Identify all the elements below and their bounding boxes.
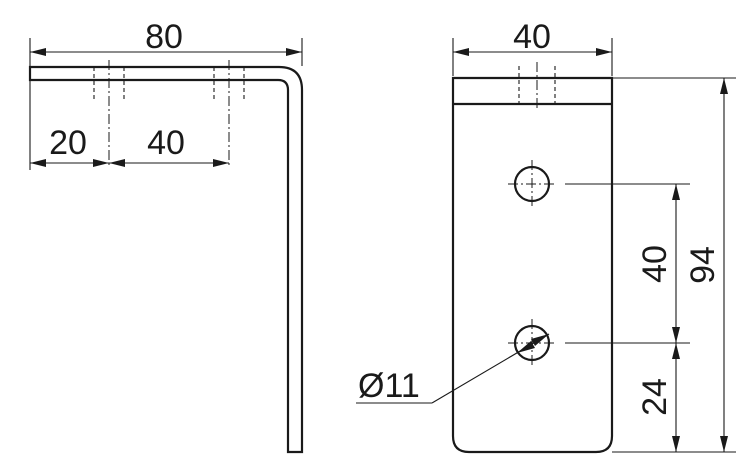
side-view-outline [28,65,304,454]
side-view: 80 20 40 [28,18,304,454]
dim-bottom-offset: 24 [636,378,674,416]
arrowhead [93,159,109,167]
dim-first-hole-offset: 20 [49,124,87,162]
arrowhead [30,159,46,167]
arrowhead [30,48,46,56]
arrowhead [672,327,680,343]
arrowhead [672,184,680,200]
dim-hole-spacing-side: 40 [147,124,185,162]
arrowhead [517,341,535,353]
front-view: 40 40 24 94 Ø11 [356,18,736,454]
dim-width: 40 [513,18,551,56]
arrowhead [720,436,728,452]
arrowhead [672,343,680,359]
dim-hole-spacing-front: 40 [636,245,674,283]
arrowhead [672,436,680,452]
dim-total-height: 94 [684,246,722,284]
dim-overall-length: 80 [145,18,183,56]
front-view-outline [451,76,614,454]
arrowhead [453,48,469,56]
arrowhead [596,48,612,56]
dim-hole-diameter: Ø11 [358,367,420,405]
arrowhead [213,159,229,167]
arrowhead [720,78,728,94]
arrowhead [109,159,125,167]
arrowhead [286,48,302,56]
arrowhead [531,334,549,346]
